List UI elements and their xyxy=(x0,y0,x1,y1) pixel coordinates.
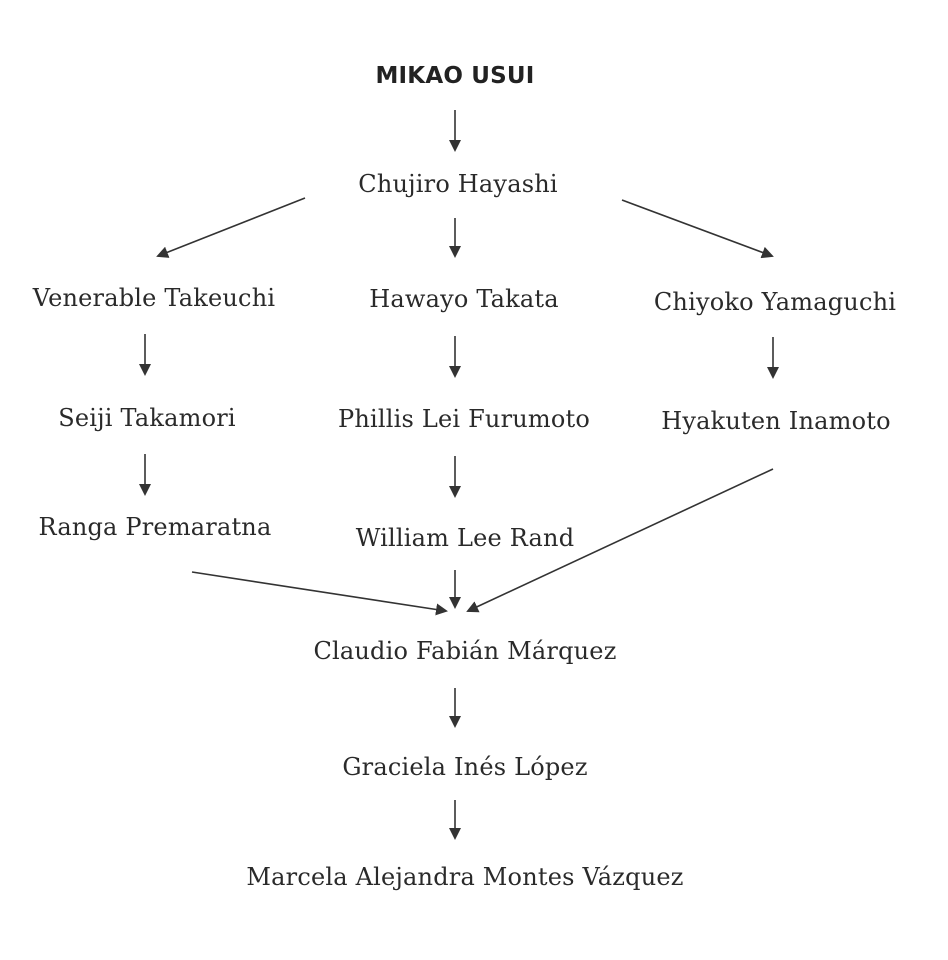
node-mikao-usui: MIKAO USUI xyxy=(375,63,535,89)
node-hyakuten-inamoto: Hyakuten Inamoto xyxy=(661,407,891,435)
node-william-lee-rand: William Lee Rand xyxy=(355,524,575,552)
arrow-hayashi-to-takeuchi xyxy=(156,197,306,258)
node-marcela-alejandra-montes-vazquez: Marcela Alejandra Montes Vázquez xyxy=(246,863,684,891)
node-claudio-fabian-marquez: Claudio Fabián Márquez xyxy=(313,637,617,665)
node-hawayo-takata: Hawayo Takata xyxy=(369,285,559,313)
node-venerable-takeuchi: Venerable Takeuchi xyxy=(32,284,276,312)
node-chujiro-hayashi: Chujiro Hayashi xyxy=(358,170,558,198)
node-ranga-premaratna: Ranga Premaratna xyxy=(38,513,272,541)
node-chiyoko-yamaguchi: Chiyoko Yamaguchi xyxy=(653,288,897,316)
node-graciela-ines-lopez: Graciela Inés López xyxy=(342,753,588,781)
arrow-inamoto-to-marquez xyxy=(466,468,774,613)
node-phillis-lei-furumoto: Phillis Lei Furumoto xyxy=(337,405,591,433)
arrow-premaratna-to-marquez xyxy=(191,571,448,616)
arrow-hayashi-to-yamaguchi xyxy=(621,199,774,259)
node-seiji-takamori: Seiji Takamori xyxy=(58,404,236,432)
